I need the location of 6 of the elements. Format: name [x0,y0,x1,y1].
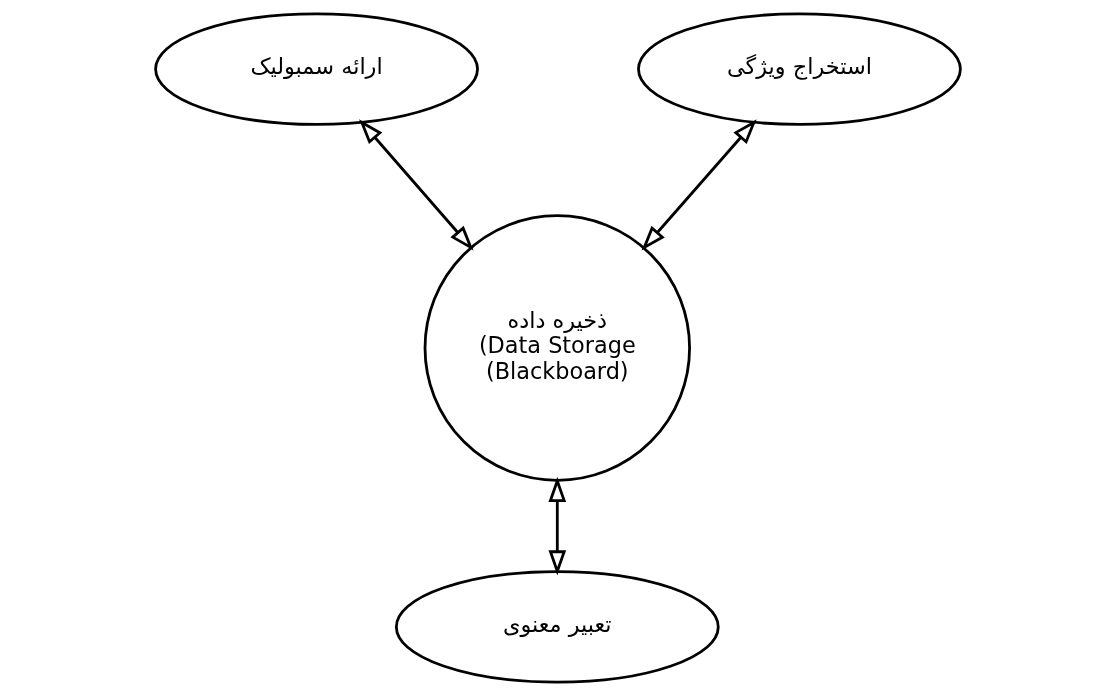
arrow [641,119,757,251]
node-ellipse: تعبیر معنوی [394,570,720,684]
node-ellipse: استخراج ویژگی [636,12,962,126]
arrow [358,119,474,251]
node-ellipse: ارائه سمبولیک [153,12,479,126]
arrow [547,476,566,576]
